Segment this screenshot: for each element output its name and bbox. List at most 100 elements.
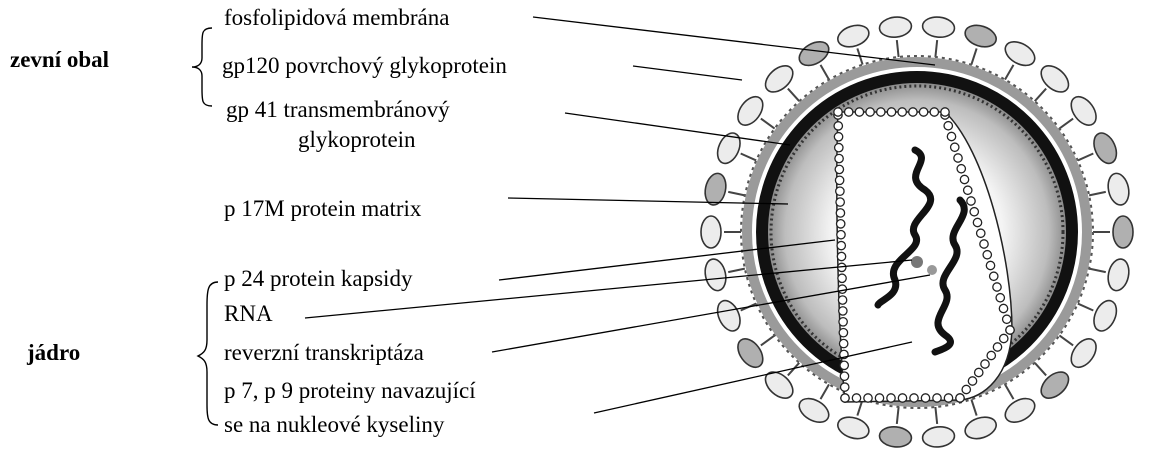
capsid-bead (877, 108, 885, 116)
capsid-bead (957, 165, 965, 173)
capsid-bead (970, 208, 978, 216)
capsid-bead (983, 251, 991, 259)
capsid-bead (977, 229, 985, 237)
reverse-transcriptase-dot (911, 256, 923, 268)
capsid-bead (866, 108, 874, 116)
gp120-knob (1036, 367, 1073, 403)
capsid-bead (919, 108, 927, 116)
label-phospholipid-membrane: fosfolipidová membrána (224, 5, 449, 31)
gp120-knob (733, 334, 768, 372)
gp120-knob (835, 413, 872, 442)
group-label-core: jádro (27, 340, 80, 366)
capsid-bead (962, 385, 970, 393)
capsid-bead (837, 241, 845, 249)
gp120-knob (761, 61, 798, 97)
gp41-stalk (1089, 192, 1106, 196)
gp41-stalk (1005, 65, 1014, 80)
capsid-bead (898, 394, 906, 402)
gp41-stalk (1005, 384, 1014, 399)
capsid-bead (1006, 326, 1014, 334)
capsid-bead (980, 240, 988, 248)
label-p24-capsid: p 24 protein kapsidy (224, 266, 412, 292)
gp120-knob (702, 171, 728, 206)
capsid-bead (864, 394, 872, 402)
gp120-knob (962, 413, 999, 442)
label-gp120: gp120 povrchový glykoprotein (222, 53, 507, 79)
capsid-bead (981, 360, 989, 368)
capsid-bead (839, 339, 847, 347)
label-p7-p9: p 7, p 9 proteiny navazující (224, 378, 476, 404)
gp120-knob (795, 37, 833, 70)
capsid-bead (838, 285, 846, 293)
gp41-stalk (1078, 153, 1094, 160)
gp120-knob (1105, 171, 1131, 206)
capsid-bead (887, 108, 895, 116)
capsid-bead (836, 209, 844, 217)
capsid-bead (837, 252, 845, 260)
capsid-bead (898, 108, 906, 116)
gp120-knob (1066, 334, 1101, 372)
gp120-knob (879, 16, 913, 39)
gp120-knob (701, 216, 721, 248)
envelope-brace (192, 28, 212, 106)
gp41-stalk (971, 399, 976, 415)
capsid-bead (852, 394, 860, 402)
capsid-bead (921, 394, 929, 402)
capsid-bead (836, 187, 844, 195)
capsid-bead (838, 274, 846, 282)
gp41-stalk (1078, 304, 1094, 311)
capsid-bead (993, 343, 1001, 351)
gp120-knob (1066, 92, 1101, 130)
label-reverse-transcriptase: reverzní transkriptáza (224, 340, 424, 366)
capsid-bead (951, 143, 959, 151)
gp41-stalk (761, 119, 775, 129)
capsid-bead (941, 108, 949, 116)
core-brace (198, 282, 218, 425)
label-p7-p9-cont: se na nukleové kyseliny (224, 412, 444, 438)
capsid-bead (909, 108, 917, 116)
gp41-stalk (1059, 119, 1073, 129)
gp41-stalk (897, 407, 899, 424)
capsid-bead (990, 272, 998, 280)
capsid-bead (910, 394, 918, 402)
capsid-bead (837, 231, 845, 239)
gp120-knob (702, 257, 728, 292)
gp41-stalk (821, 384, 830, 399)
capsid-bead (975, 368, 983, 376)
label-p17-matrix: p 17M protein matrix (224, 196, 421, 222)
gp41-stalk (1059, 335, 1073, 345)
gp120-knob (761, 367, 798, 403)
gp41-stalk (1035, 363, 1046, 376)
capsid-bead (986, 261, 994, 269)
gp41-stalk (1089, 269, 1106, 273)
capsid-bead (841, 383, 849, 391)
reverse-transcriptase-dot (927, 265, 937, 275)
capsid-bead (956, 394, 964, 402)
capsid-bead (836, 220, 844, 228)
gp41-stalk (935, 40, 937, 57)
capsid-bead (968, 377, 976, 385)
capsid-bead (930, 108, 938, 116)
capsid-bead (838, 296, 846, 304)
capsid-bead (993, 283, 1001, 291)
gp41-stalk (971, 48, 976, 64)
gp120-knob (713, 297, 744, 334)
capsid-bead (835, 143, 843, 151)
gp120-knob (922, 425, 956, 448)
capsid-bead (839, 328, 847, 336)
capsid-bead (835, 176, 843, 184)
label-rna: RNA (224, 301, 273, 327)
capsid-bead (834, 133, 842, 141)
label-gp41: gp 41 transmembránový (226, 97, 450, 123)
gp120-knob (835, 22, 872, 51)
gp120-knob (1001, 394, 1039, 427)
capsid-bead (839, 318, 847, 326)
capsid-bead (835, 165, 843, 173)
gp120-knob (1001, 37, 1039, 70)
capsid-bead (1000, 334, 1008, 342)
capsid-bead (960, 175, 968, 183)
capsid-bead (964, 186, 972, 194)
gp120-knob (1036, 61, 1073, 97)
gp41-stalk (741, 153, 757, 160)
